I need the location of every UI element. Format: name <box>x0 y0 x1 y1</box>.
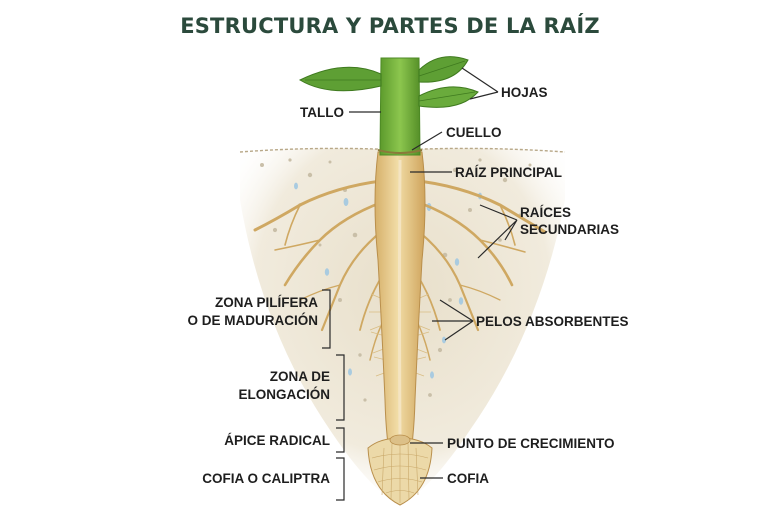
label-cofia-caliptra: COFIA O CALIPTRA <box>202 471 330 486</box>
label-apice-radical: ÁPICE RADICAL <box>224 433 330 448</box>
collar <box>377 149 423 154</box>
leader-lines <box>322 67 518 501</box>
label-zona-elongacion-2: ELONGACIÓN <box>238 387 330 402</box>
root-cap-cells <box>371 440 429 503</box>
label-zona-pilifera-2: O DE MADURACIÓN <box>188 313 319 328</box>
stem <box>379 57 421 156</box>
label-raiz-principal: RAÍZ PRINCIPAL <box>455 165 562 180</box>
label-punto-crecimiento: PUNTO DE CRECIMIENTO <box>447 436 615 451</box>
leaves <box>298 56 479 108</box>
label-cofia: COFIA <box>447 471 489 486</box>
label-hojas: HOJAS <box>501 85 548 100</box>
label-pelos-absorbentes: PELOS ABSORBENTES <box>476 314 629 329</box>
label-raices-secundarias-2: SECUNDARIAS <box>520 222 619 237</box>
root-center-line <box>398 159 402 441</box>
label-zona-pilifera-1: ZONA PILÍFERA <box>215 295 318 310</box>
label-cuello: CUELLO <box>446 125 502 140</box>
growth-point <box>389 434 411 446</box>
label-zona-elongacion-1: ZONA DE <box>270 369 330 384</box>
root-hairs <box>369 293 431 377</box>
page-title: ESTRUCTURA Y PARTES DE LA RAÍZ <box>180 14 600 38</box>
secondary-roots <box>253 178 547 361</box>
label-tallo: TALLO <box>300 105 344 120</box>
label-raices-secundarias-1: RAÍCES <box>520 205 571 220</box>
